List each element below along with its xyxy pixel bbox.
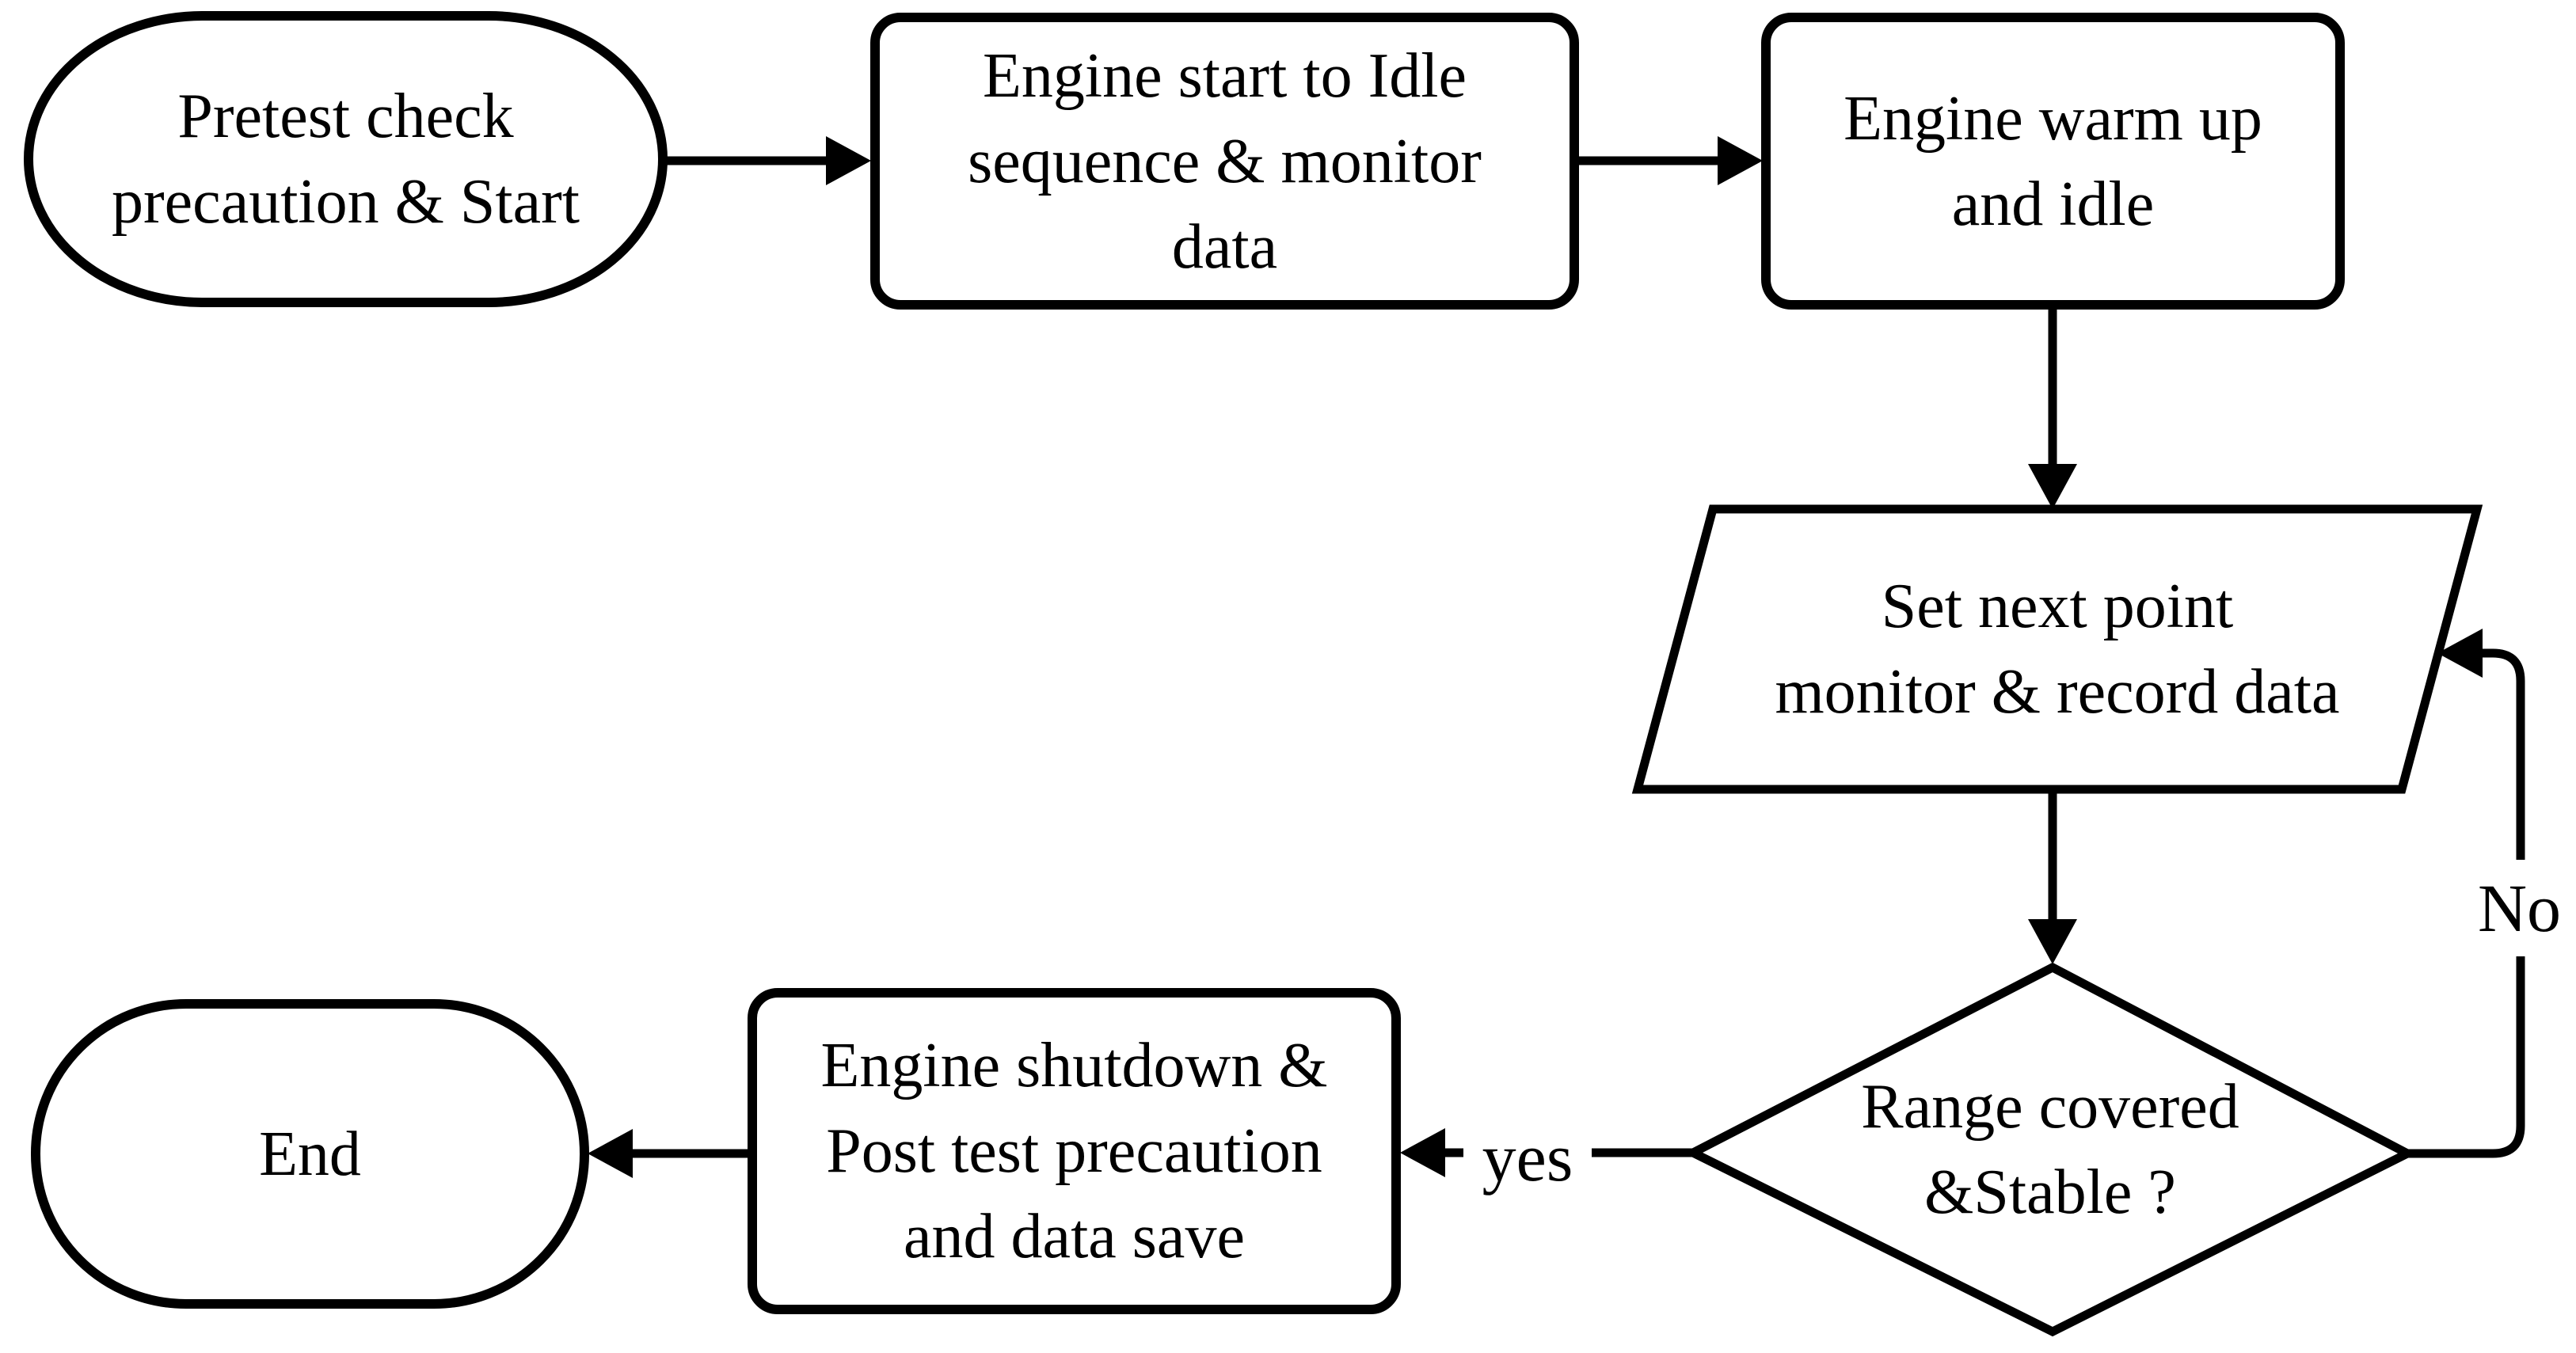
engine-start-process-shape: [870, 13, 1579, 310]
arrowhead-down-icon: [2028, 919, 2077, 964]
arrowhead-left-icon: [1400, 1128, 1445, 1177]
arrow-decision-no-loop: [2407, 648, 2525, 1158]
end-terminator-shape: [31, 999, 589, 1309]
arrowhead-left-icon: [588, 1129, 633, 1178]
set-point-parallelogram-shape: [1631, 504, 2483, 794]
decision-diamond-shape: [1683, 962, 2418, 1337]
warm-up-process-shape: [1761, 13, 2345, 310]
arrowhead-left-icon: [2437, 629, 2483, 678]
arrowhead-right-icon: [1718, 136, 1763, 185]
start-terminator-shape: [24, 11, 668, 307]
arrowhead-down-icon: [2028, 464, 2077, 509]
shutdown-process-shape: [748, 988, 1401, 1314]
arrowhead-right-icon: [826, 136, 871, 185]
